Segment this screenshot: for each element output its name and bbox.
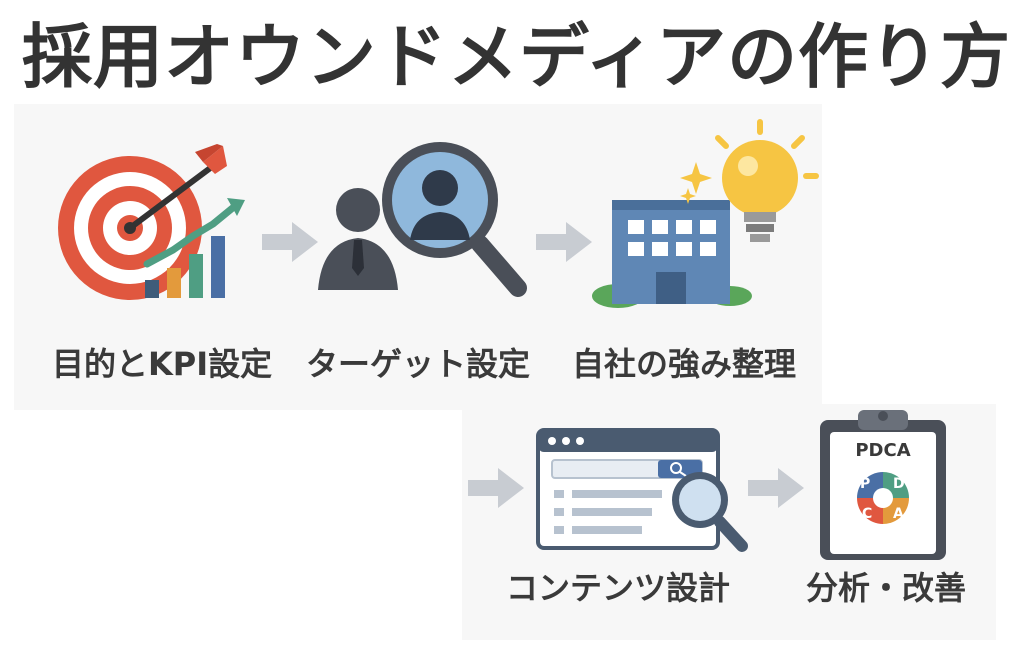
clipboard-icon (820, 410, 946, 560)
arrow-icon (262, 222, 318, 262)
step-label-target: ターゲット設定 (306, 345, 531, 383)
step-label-kpi: 目的とKPI設定 (52, 345, 273, 383)
pdca-heading: PDCA (855, 440, 911, 461)
arrow-icon (468, 468, 524, 508)
arrow-icon (536, 222, 592, 262)
pdca-letter-d: D (893, 476, 905, 492)
step-label-strengths: 自社の強み整理 (572, 345, 797, 383)
pdca-letter-a: A (893, 506, 904, 522)
target-growth-chart-icon (58, 144, 245, 300)
person-magnifier-icon (318, 142, 527, 297)
step-label-analysis: 分析・改善 (806, 569, 967, 607)
step-label-content: コンテンツ設計 (506, 569, 731, 607)
arrow-icon (748, 468, 804, 508)
pdca-letter-c: C (862, 506, 873, 522)
pdca-letter-p: P (860, 476, 871, 492)
pdca-clipboard-icon: PDCA P D C A (818, 406, 948, 562)
page-title: 採用オウンドメディアの作り方 (22, 16, 1012, 98)
building-lightbulb-icon (592, 119, 819, 308)
browser-search-icon (536, 428, 748, 552)
